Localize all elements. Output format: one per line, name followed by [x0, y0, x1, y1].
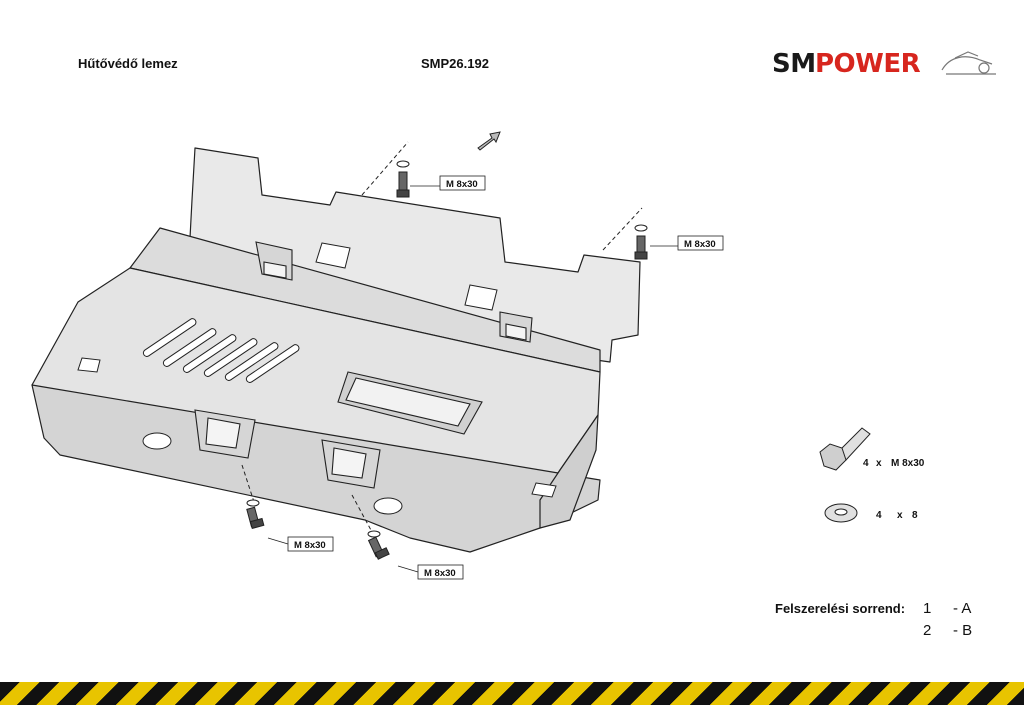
legend-bolt-spec: M 8x30	[891, 458, 925, 469]
bracket-4	[321, 439, 381, 489]
plate-right-wing	[539, 414, 599, 529]
plate-front-lip	[31, 384, 601, 553]
direction-arrow-icon	[477, 131, 501, 151]
callout-4-label: M 8x30	[424, 568, 456, 579]
callout-4: M 8x30	[397, 564, 464, 580]
mounting-brackets	[194, 241, 533, 489]
legend-bolt-x: x	[876, 458, 882, 469]
order-letter-1: - A	[953, 600, 972, 617]
order-letter-2: - B	[953, 622, 973, 639]
bolt-3	[241, 464, 265, 530]
document-title: Hűtővédő lemez	[78, 56, 178, 71]
square-cutouts	[77, 242, 557, 498]
legend-washer: 4 x 8	[824, 503, 918, 523]
legend-washer-qty: 4	[876, 510, 882, 521]
hex-bolt-icon	[819, 427, 871, 471]
order-label: Felszerelési sorrend:	[775, 601, 906, 616]
bracket-1	[255, 241, 293, 281]
motorcycle-icon	[941, 51, 996, 75]
legend-washer-spec: 8	[912, 510, 918, 521]
bolt-1	[361, 141, 410, 198]
installation-order: Felszerelési sorrend: 1 - A 2 - B	[775, 600, 972, 644]
product-code: SMP26.192	[421, 56, 489, 71]
callout-2: M 8x30	[650, 235, 724, 251]
logo-text-power: POWER	[815, 49, 921, 79]
callout-3-label: M 8x30	[294, 540, 326, 551]
order-num-1: 1	[923, 600, 932, 617]
bolt-2	[602, 207, 648, 260]
order-row-1: Felszerelési sorrend: 1 - A	[775, 600, 972, 622]
legend-bolt: 4 x M 8x30	[819, 427, 925, 471]
callout-2-label: M 8x30	[684, 239, 716, 250]
logo-text-sm: SM	[772, 49, 816, 79]
order-row-2: 2 - B	[775, 622, 972, 644]
embossed-recess	[337, 371, 483, 435]
bolt-4	[351, 494, 390, 560]
callout-1-label: M 8x30	[446, 179, 478, 190]
legend-washer-x: x	[897, 510, 903, 521]
bracket-3	[194, 409, 256, 459]
smpower-logo: SM POWER	[770, 44, 1000, 84]
vent-slots	[142, 318, 300, 383]
round-holes	[142, 432, 403, 515]
bracket-2	[499, 311, 533, 343]
legend-bolt-qty: 4	[863, 458, 869, 469]
order-num-2: 2	[923, 622, 932, 639]
callout-1: M 8x30	[410, 175, 486, 191]
hazard-stripe	[0, 682, 1024, 705]
callout-3: M 8x30	[267, 536, 334, 552]
